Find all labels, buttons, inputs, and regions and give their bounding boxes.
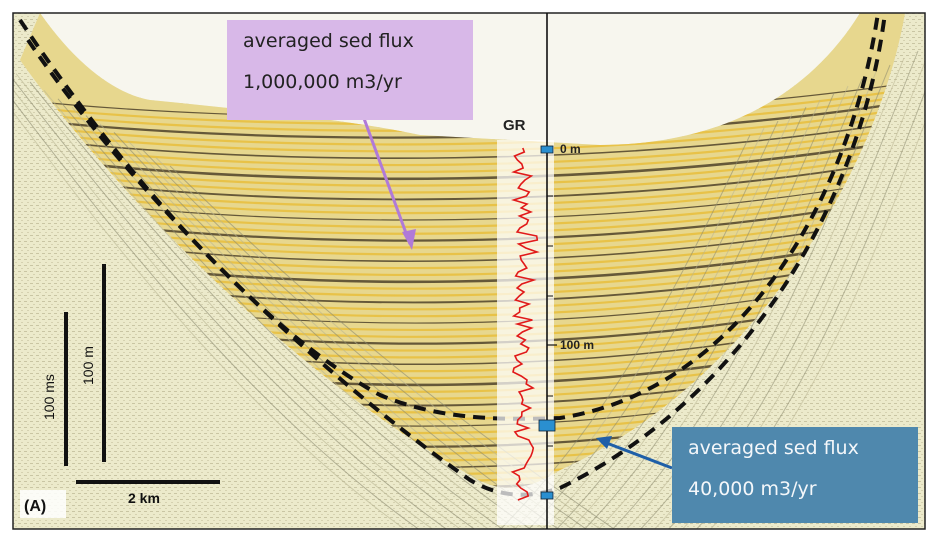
outer-reflector-line [625, 71, 877, 529]
depth-tick-0m: 0 m [560, 142, 581, 156]
well-log-strip [497, 140, 554, 525]
outer-reflector-line [169, 165, 615, 529]
panel-label-bg [20, 490, 66, 518]
outer-reflector-line [13, 78, 448, 529]
outer-reflector-line [99, 123, 546, 529]
outer-reflector-line [15, 73, 462, 529]
distance-scale-label: 2 km [128, 490, 160, 506]
lower-sed-flux-callout: averaged sed flux 40,000 m3/yr [672, 427, 918, 523]
upper-horizon-boundary [18, 12, 880, 421]
outer-reflector-line [13, 111, 406, 529]
lower-callout-line2: 40,000 m3/yr [688, 478, 817, 500]
time-scale-label: 100 ms [41, 374, 57, 420]
well-marker-top [540, 145, 554, 154]
outer-reflector-line [528, 120, 779, 529]
outer-reflector-line [13, 99, 420, 529]
reflector-line [20, 138, 905, 187]
upper-callout-arrow [360, 112, 412, 245]
lower-callout-line1: averaged sed flux [688, 437, 859, 459]
reflector-line [20, 95, 905, 139]
outer-reflector-line [597, 85, 849, 529]
reflector-line [20, 101, 905, 146]
upper-callout-arrowhead [402, 229, 416, 250]
outer-reflector-line [43, 90, 490, 529]
upper-callout-line2: 1,000,000 m3/yr [243, 71, 402, 93]
outer-reflector-line [13, 88, 434, 529]
lower-callout-arrowhead [596, 436, 612, 449]
outer-reflector-line [29, 81, 476, 529]
upper-sed-flux-callout: averaged sed flux 1,000,000 m3/yr [227, 20, 473, 120]
reflector-line [20, 145, 905, 194]
outer-reflector-line [57, 98, 504, 529]
outer-reflector-line [570, 99, 821, 529]
gr-log-curve [510, 147, 540, 501]
well-marker-middle [538, 419, 556, 432]
depth-scale-label: 100 m [80, 346, 96, 385]
outer-reflector-line [542, 113, 793, 529]
lower-callout-arrow [603, 440, 673, 470]
reflector-line [20, 114, 905, 159]
upper-callout-line1: averaged sed flux [243, 30, 414, 52]
well-marker-bottom [540, 491, 554, 500]
outer-reflector-line [556, 106, 807, 529]
gr-label: GR [503, 117, 526, 134]
reflector-line [20, 126, 905, 174]
depth-tick-100m: 100 m [560, 338, 594, 352]
figure-frame [12, 12, 926, 530]
panel-label: (A) [24, 498, 46, 515]
